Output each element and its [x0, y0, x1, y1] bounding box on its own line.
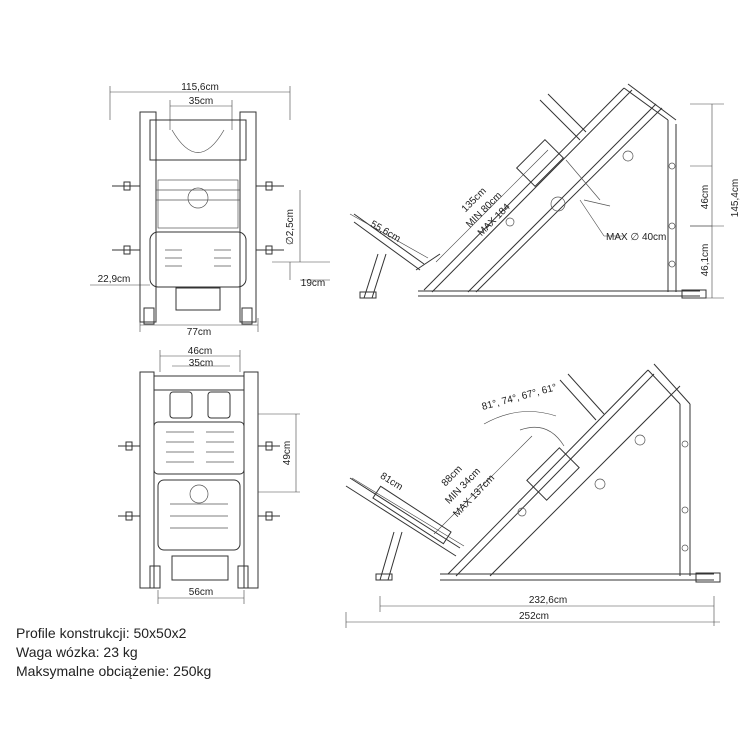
- height-overall-label: 145,4cm: [730, 179, 741, 217]
- side-view-lower: 81°, 74°, 67°, 61° 81cm 88cm MIN 34cm MA…: [345, 363, 721, 628]
- diameter-label: ∅2,5cm: [285, 209, 296, 245]
- width-inner-label: 35cm: [189, 96, 213, 107]
- length-overall-label: 252cm: [519, 611, 549, 622]
- front-width-inner-label: 35cm: [189, 358, 213, 369]
- plate-max-label: MAX ∅ 40cm: [606, 232, 666, 243]
- bottom-offset-label: 19cm: [301, 278, 325, 289]
- spec-profile: Profile konstrukcji: 50x50x2: [16, 625, 187, 641]
- front-width-base-label: 56cm: [189, 587, 213, 598]
- angles-label: 81°, 74°, 67°, 61°: [481, 382, 558, 413]
- front-view: 46cm 35cm 49cm 56cm: [118, 346, 300, 604]
- front-width-outer-label: 46cm: [188, 346, 212, 357]
- seat-length-label: 55,6cm: [368, 219, 402, 245]
- spec-carriage-weight: Waga wózka: 23 kg: [16, 644, 138, 660]
- length-inner-label: 232,6cm: [529, 595, 567, 606]
- height-mid-label: 46cm: [700, 185, 711, 209]
- back-length-label: 81cm: [378, 471, 405, 493]
- side-offset-label: 22,9cm: [98, 274, 131, 285]
- height-low-label: 46,1cm: [700, 244, 711, 277]
- top-view: 115,6cm 35cm ∅2,5cm 22,9cm 19cm 77cm: [90, 82, 330, 338]
- width-overall-label: 115,6cm: [181, 82, 219, 93]
- spec-max-load: Maksymalne obciążenie: 250kg: [16, 663, 212, 679]
- front-height-plate-label: 49cm: [282, 441, 293, 465]
- width-base-label: 77cm: [187, 327, 211, 338]
- side-view-upper: 135cm MIN 80cm MAX 184 55,6cm 46cm 145,4…: [349, 83, 741, 299]
